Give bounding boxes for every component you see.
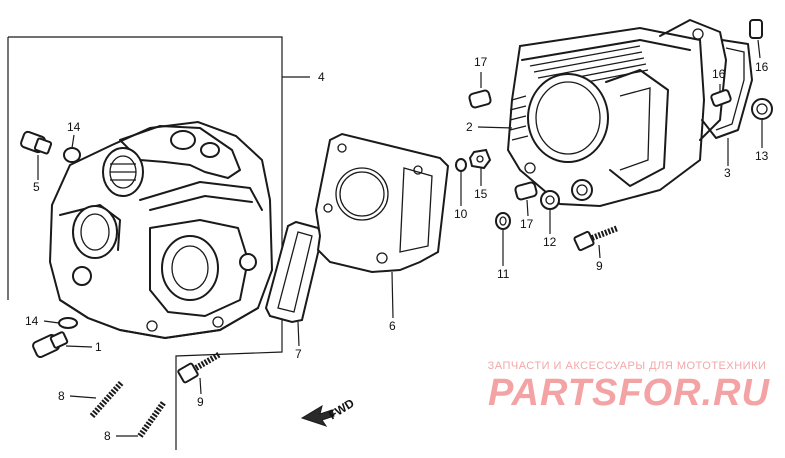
seal-12 <box>540 190 560 234</box>
washer-10 <box>455 158 467 206</box>
callout-16-upper: 16 <box>755 60 769 74</box>
callout-11: 11 <box>497 267 510 281</box>
dowel-pin-17-lower <box>514 181 538 217</box>
callout-17-upper: 17 <box>474 55 488 69</box>
o-ring-14-lower <box>43 317 78 329</box>
assembly-4-bracket <box>7 36 310 450</box>
dowel-pin-16-upper <box>749 19 763 59</box>
callout-14-lower: 14 <box>25 314 39 328</box>
callout-labels: 1 2 3 4 5 6 7 8 8 9 9 10 11 12 13 14 14 … <box>25 55 769 443</box>
head-gasket-6 <box>314 132 450 319</box>
callout-12: 12 <box>543 235 557 249</box>
cylinder-block <box>477 19 727 208</box>
dowel-pin-16-lower <box>710 84 732 107</box>
watermark-logo: PARTSFOR.RU <box>488 372 770 414</box>
callout-14-upper: 14 <box>67 120 81 134</box>
cylinder-base-gasket-3 <box>701 39 753 166</box>
nut-15 <box>468 148 492 186</box>
callout-8-lower: 8 <box>104 429 111 443</box>
o-ring-14-upper <box>63 134 81 163</box>
callout-9-right: 9 <box>596 259 603 273</box>
seal-13 <box>751 98 773 148</box>
plug-part-1 <box>32 331 93 359</box>
callout-6: 6 <box>389 319 396 333</box>
callout-7: 7 <box>295 347 302 361</box>
callout-17-lower: 17 <box>520 217 534 231</box>
stud-bolt-8-lower <box>116 400 167 438</box>
callout-2: 2 <box>466 120 473 134</box>
callout-8-upper: 8 <box>58 389 65 403</box>
cylinder-head <box>48 120 274 340</box>
callout-1: 1 <box>95 340 102 354</box>
dowel-pin-17-upper <box>468 72 492 109</box>
stud-bolt-8-upper <box>69 380 125 418</box>
callout-16-lower: 16 <box>712 67 726 81</box>
callout-9-left: 9 <box>197 395 204 409</box>
fwd-arrow: FWD <box>300 396 357 427</box>
callout-3: 3 <box>724 166 731 180</box>
callout-5: 5 <box>33 180 40 194</box>
callout-4: 4 <box>318 70 325 84</box>
callout-10: 10 <box>454 207 468 221</box>
gasket-7 <box>264 220 324 347</box>
plug-part-5 <box>20 130 53 180</box>
callout-15: 15 <box>474 187 488 201</box>
bolt-9-right <box>573 225 620 259</box>
callout-13: 13 <box>755 149 769 163</box>
washer-11 <box>495 212 511 266</box>
bolt-9-left <box>177 351 222 395</box>
fwd-label: FWD <box>326 396 357 423</box>
watermark-tagline: ЗАПЧАСТИ И АКСЕССУАРЫ ДЛЯ МОТОТЕХНИКИ <box>487 360 767 372</box>
